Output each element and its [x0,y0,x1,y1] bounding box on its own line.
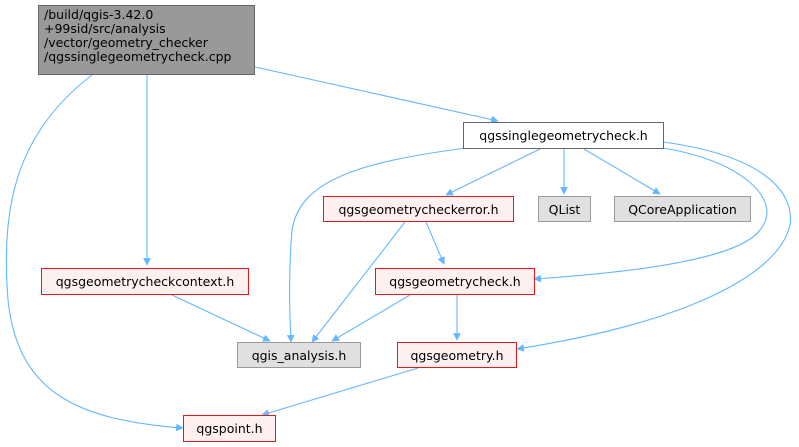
node-label: qgspoint.h [196,421,263,436]
node-label: qgsgeometrycheckerror.h [338,201,499,217]
edge-singlecheck-to-qgis-analysis [286,147,467,343]
edge-checkerror-to-geometrycheck [425,221,445,265]
node-qcoreapplication[interactable]: QCoreApplication [614,196,751,222]
node-label: qgssinglegeometrycheck.h [479,128,648,143]
edge-root-to-qgspoint [5,74,184,432]
root-path-line-4: /qgssinglegeometrycheck.cpp [44,49,232,64]
node-qgsgeometrycheckerror-h[interactable]: qgsgeometrycheckerror.h [323,196,514,222]
node-label: qgsgeometrycheckcontext.h [55,274,235,289]
edge-root-to-singlegeometrycheck [254,66,499,124]
node-label: QList [548,201,581,217]
edge-singlecheck-to-qgsgeometry [516,141,792,352]
node-qgis-analysis-h[interactable]: qgis_analysis.h [237,342,361,368]
root-path-line-3: /vector/geometry_checker [44,35,208,50]
root-path-line-1: /build/qgis-3.42.0 [44,7,154,22]
edge-checkcontext-to-qgis-analysis [171,294,271,342]
edge-qgsgeometry-to-qgspoint [261,367,419,417]
node-label: QCoreApplication [628,201,737,217]
root-path-line-2: +99sid/src/analysis [44,21,166,36]
edge-geometrycheck-to-qgis-analysis [331,294,411,342]
node-qgsgeometry-h[interactable]: qgsgeometry.h [397,342,517,368]
edge-singlecheck-to-geometrycheck [533,147,768,283]
edge-singlecheck-to-qcoreapplication [583,148,661,195]
node-qlist[interactable]: QList [538,196,591,222]
node-label: qgis_analysis.h [251,347,347,363]
node-label: qgsgeometrycheck.h [389,274,521,289]
root-file-node: /build/qgis-3.42.0 +99sid/src/analysis /… [38,5,255,75]
node-qgsgeometrycheck-h[interactable]: qgsgeometrycheck.h [375,268,535,295]
edge-checkerror-to-qgis-analysis [311,221,406,343]
node-label: qgsgeometry.h [410,347,504,363]
node-qgsgeometrycheckcontext-h[interactable]: qgsgeometrycheckcontext.h [41,268,249,295]
node-qgspoint-h[interactable]: qgspoint.h [183,415,276,442]
edge-singlecheck-to-checkerror [445,148,541,196]
node-qgssinglegeometrycheck-h[interactable]: qgssinglegeometrycheck.h [463,122,664,149]
